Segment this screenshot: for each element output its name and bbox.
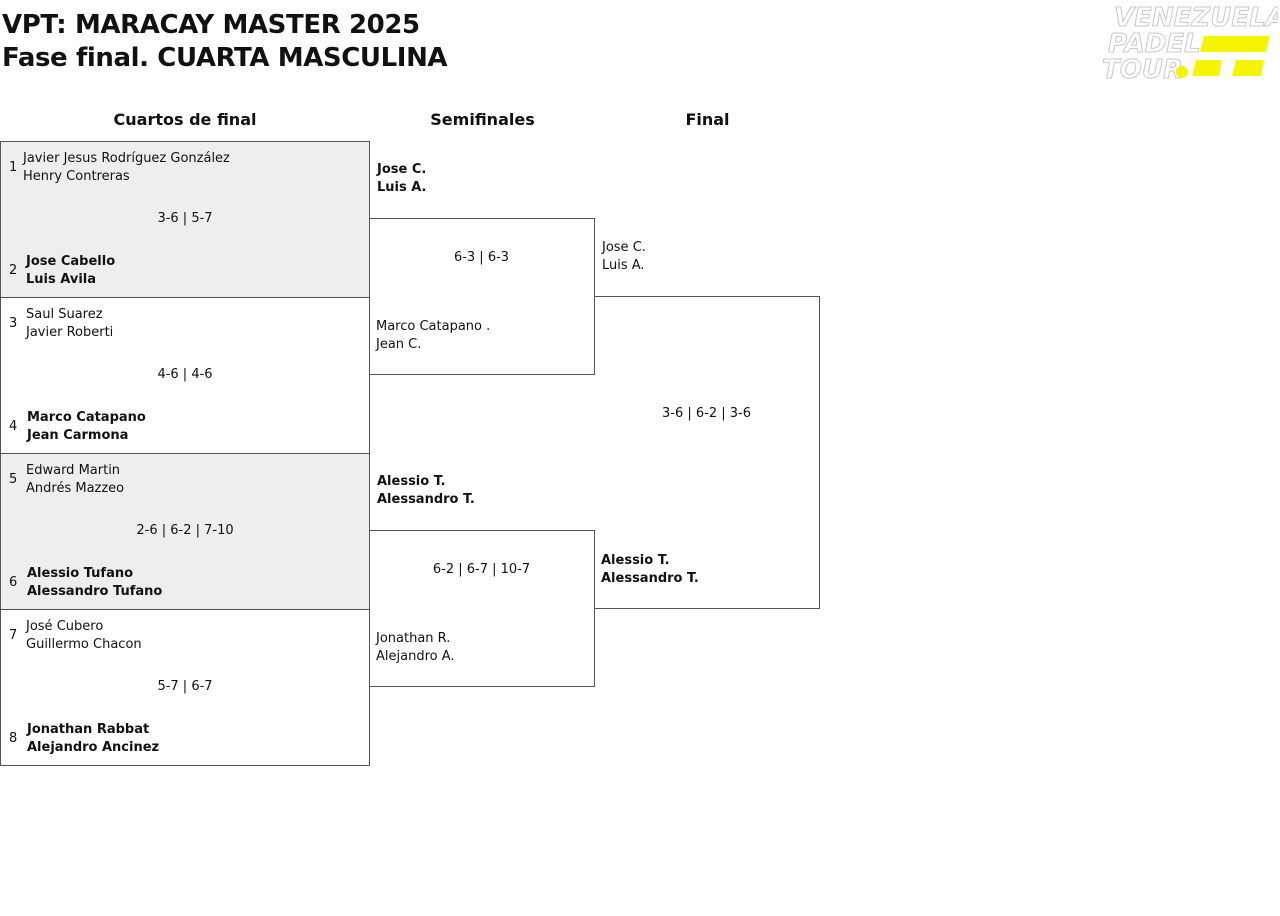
team-entry-winner: Jonathan Rabbat Alejandro Ancinez [27,721,159,757]
seed-number: 5 [9,472,18,487]
final-match: 3-6 | 6-2 | 3-6 Alessio T. Alessandro T. [594,296,820,609]
team-entry-winner: Marco Catapano Jean Carmona [27,409,146,445]
seed-number: 8 [9,731,18,746]
player-name: Jonathan Rabbat [27,722,150,737]
player-name: Alejandro Ancinez [27,740,160,755]
logo-word-3: TOUR [1102,55,1183,82]
seed-number: 4 [9,419,18,434]
player-name: Alessio T. [601,553,670,568]
semifinal-1-team-b: Marco Catapano . Jean C. [376,318,490,354]
quarterfinal-match-1: 1 Javier Jesus Rodríguez González Henry … [0,141,370,298]
player-name: José Cubero [26,619,104,634]
player-name: Luis Avila [26,272,97,287]
player-name: Luis A. [602,258,645,273]
player-name: Jose Cabello [26,254,116,269]
round-header-semifinals: Semifinales [430,110,535,129]
seed-number: 1 [9,160,18,175]
player-name: Javier Jesus Rodríguez González [23,151,230,166]
semifinal-2-team-a: Alessio T. Alessandro T. [377,473,475,509]
match-score: 6-3 | 6-3 [453,250,510,265]
player-name: Jose C. [377,162,427,177]
quarterfinal-match-4: 7 José Cubero Guillermo Chacon 5-7 | 6-7… [0,609,370,766]
venezuela-padel-tour-logo: VENEZUELA PADEL TOUR [1102,3,1279,83]
page-subtitle: Fase final. CUARTA MASCULINA [2,43,448,73]
logo-word-1: VENEZUELA [1114,3,1278,33]
player-name: Guillermo Chacon [26,637,142,652]
player-name: Andrés Mazzeo [26,481,125,496]
player-name: Alessandro T. [377,492,475,507]
seed-number: 6 [9,575,18,590]
player-name: Jose C. [602,240,646,255]
player-name: Alessio Tufano [27,566,134,581]
round-header-quarterfinals: Cuartos de final [113,110,257,129]
player-name: Marco Catapano [27,410,146,425]
player-name: Luis A. [377,180,427,195]
seed-number: 2 [9,263,18,278]
team-entry-winner: Alessio Tufano Alessandro Tufano [27,565,162,601]
team-entry-winner: Jose Cabello Luis Avila [26,253,115,289]
team-entry: Javier Jesus Rodríguez González Henry Co… [23,150,230,186]
match-score: 5-7 | 6-7 [157,679,213,694]
seed-number: 7 [9,628,18,643]
team-entry: Edward Martin Andrés Mazzeo [26,462,124,498]
semifinal-match-2: 6-2 | 6-7 | 10-7 Jonathan R. Alejandro A… [369,530,595,687]
semifinal-match-1: 6-3 | 6-3 Marco Catapano . Jean C. [369,218,595,375]
player-name: Jonathan R. [376,631,451,646]
player-name: Alejandro A. [376,649,455,664]
team-entry: José Cubero Guillermo Chacon [26,618,142,654]
player-name: Alessandro Tufano [27,584,163,599]
player-name: Javier Roberti [26,325,114,340]
player-name: Alessio T. [377,474,446,489]
final-team-a: Jose C. Luis A. [602,239,646,275]
player-name: Saul Suarez [26,307,103,322]
logo-word-2: PADEL [1108,29,1201,59]
logo-accent-shapes [1176,36,1270,78]
seed-number: 3 [9,316,18,331]
match-score: 4-6 | 4-6 [157,367,213,382]
semifinal-2-team-b: Jonathan R. Alejandro A. [376,630,455,666]
final-team-b: Alessio T. Alessandro T. [601,552,699,588]
semifinal-1-team-a: Jose C. Luis A. [377,161,427,197]
match-score: 3-6 | 6-2 | 3-6 [662,406,751,421]
quarterfinal-match-2: 3 Saul Suarez Javier Roberti 4-6 | 4-6 4… [0,297,370,454]
round-header-final: Final [685,110,730,129]
page-title: VPT: MARACAY MASTER 2025 [2,10,420,40]
team-entry: Saul Suarez Javier Roberti [26,306,113,342]
player-name: Henry Contreras [23,169,130,184]
player-name: Marco Catapano . [376,319,491,334]
match-score: 3-6 | 5-7 [157,211,213,226]
player-name: Edward Martin [26,463,121,478]
player-name: Jean Carmona [27,428,129,443]
quarterfinal-match-3: 5 Edward Martin Andrés Mazzeo 2-6 | 6-2 … [0,453,370,610]
player-name: Alessandro T. [601,571,699,586]
player-name: Jean C. [376,337,422,352]
match-score: 2-6 | 6-2 | 7-10 [136,523,234,538]
match-score: 6-2 | 6-7 | 10-7 [432,562,531,577]
